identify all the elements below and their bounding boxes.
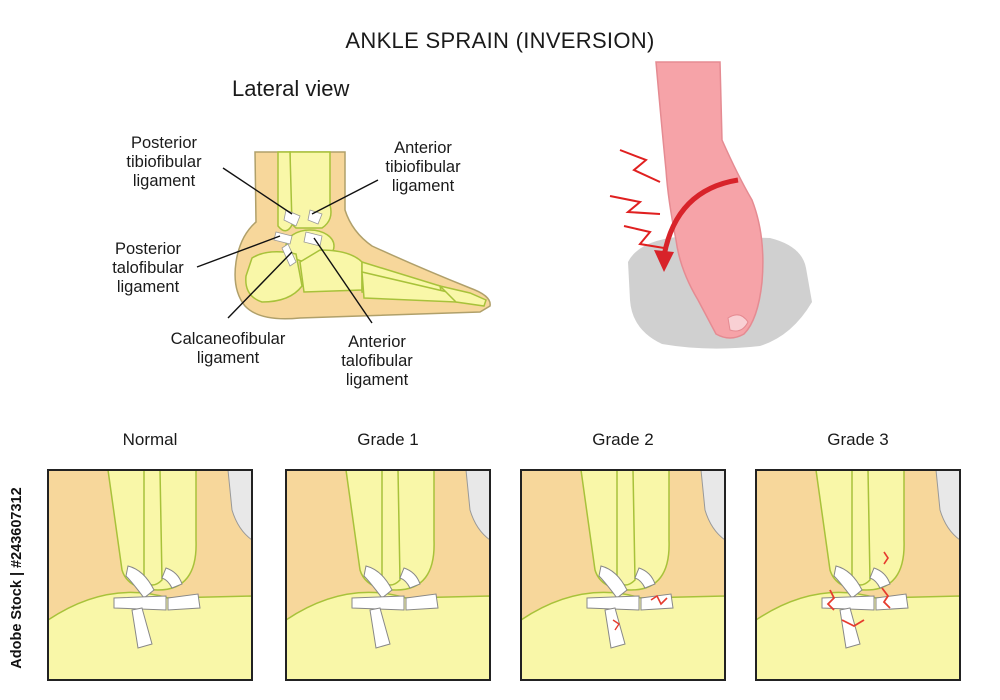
- label-posterior-tibiofibular-ligament: Posterior tibiofibular ligament: [104, 134, 224, 191]
- stock-id-text: Adobe Stock | #243607312: [9, 487, 25, 669]
- label-line: ligament: [345, 371, 409, 389]
- label-line: Posterior: [130, 134, 198, 152]
- lateral-foot-illustration: [234, 151, 491, 320]
- label-anterior-talofibular-ligament: Anterior talofibular ligament: [322, 333, 432, 390]
- grade-label-3: Grade 3: [827, 430, 889, 449]
- label-line: ligament: [116, 278, 180, 296]
- label-line: ligament: [132, 172, 196, 190]
- label-anterior-tibiofibular-ligament: Anterior tibiofibular ligament: [368, 139, 478, 196]
- label-line: Posterior: [114, 240, 182, 258]
- grade-label-normal: Normal: [122, 430, 178, 449]
- label-calcaneofibular-ligament: Calcaneofibular ligament: [152, 330, 304, 368]
- inverted-foot-illustration: [609, 61, 812, 349]
- label-posterior-talofibular-ligament: Posterior talofibular ligament: [96, 240, 200, 297]
- label-line: Calcaneofibular: [170, 330, 286, 348]
- lateral-view-subtitle: Lateral view: [232, 76, 350, 101]
- grade-panels: [47, 469, 961, 681]
- panel-grade-1: [285, 469, 491, 681]
- label-line: ligament: [196, 349, 260, 367]
- stock-id-sidebar: Adobe Stock | #243607312: [6, 470, 28, 690]
- grade-label-1: Grade 1: [357, 430, 419, 449]
- label-line: tibiofibular: [385, 158, 461, 176]
- panel-grade-3: [755, 469, 961, 681]
- label-line: tibiofibular: [126, 153, 202, 171]
- label-line: ligament: [391, 177, 455, 195]
- label-line: Anterior: [394, 139, 452, 157]
- label-line: talofibular: [112, 259, 184, 277]
- diagram-title: ANKLE SPRAIN (INVERSION): [345, 28, 655, 53]
- grade-label-2: Grade 2: [592, 430, 654, 449]
- panel-normal: [47, 469, 253, 681]
- label-line: talofibular: [341, 352, 413, 370]
- leader-lines: [196, 167, 379, 324]
- label-line: Anterior: [348, 333, 406, 351]
- panel-grade-2: [520, 469, 726, 681]
